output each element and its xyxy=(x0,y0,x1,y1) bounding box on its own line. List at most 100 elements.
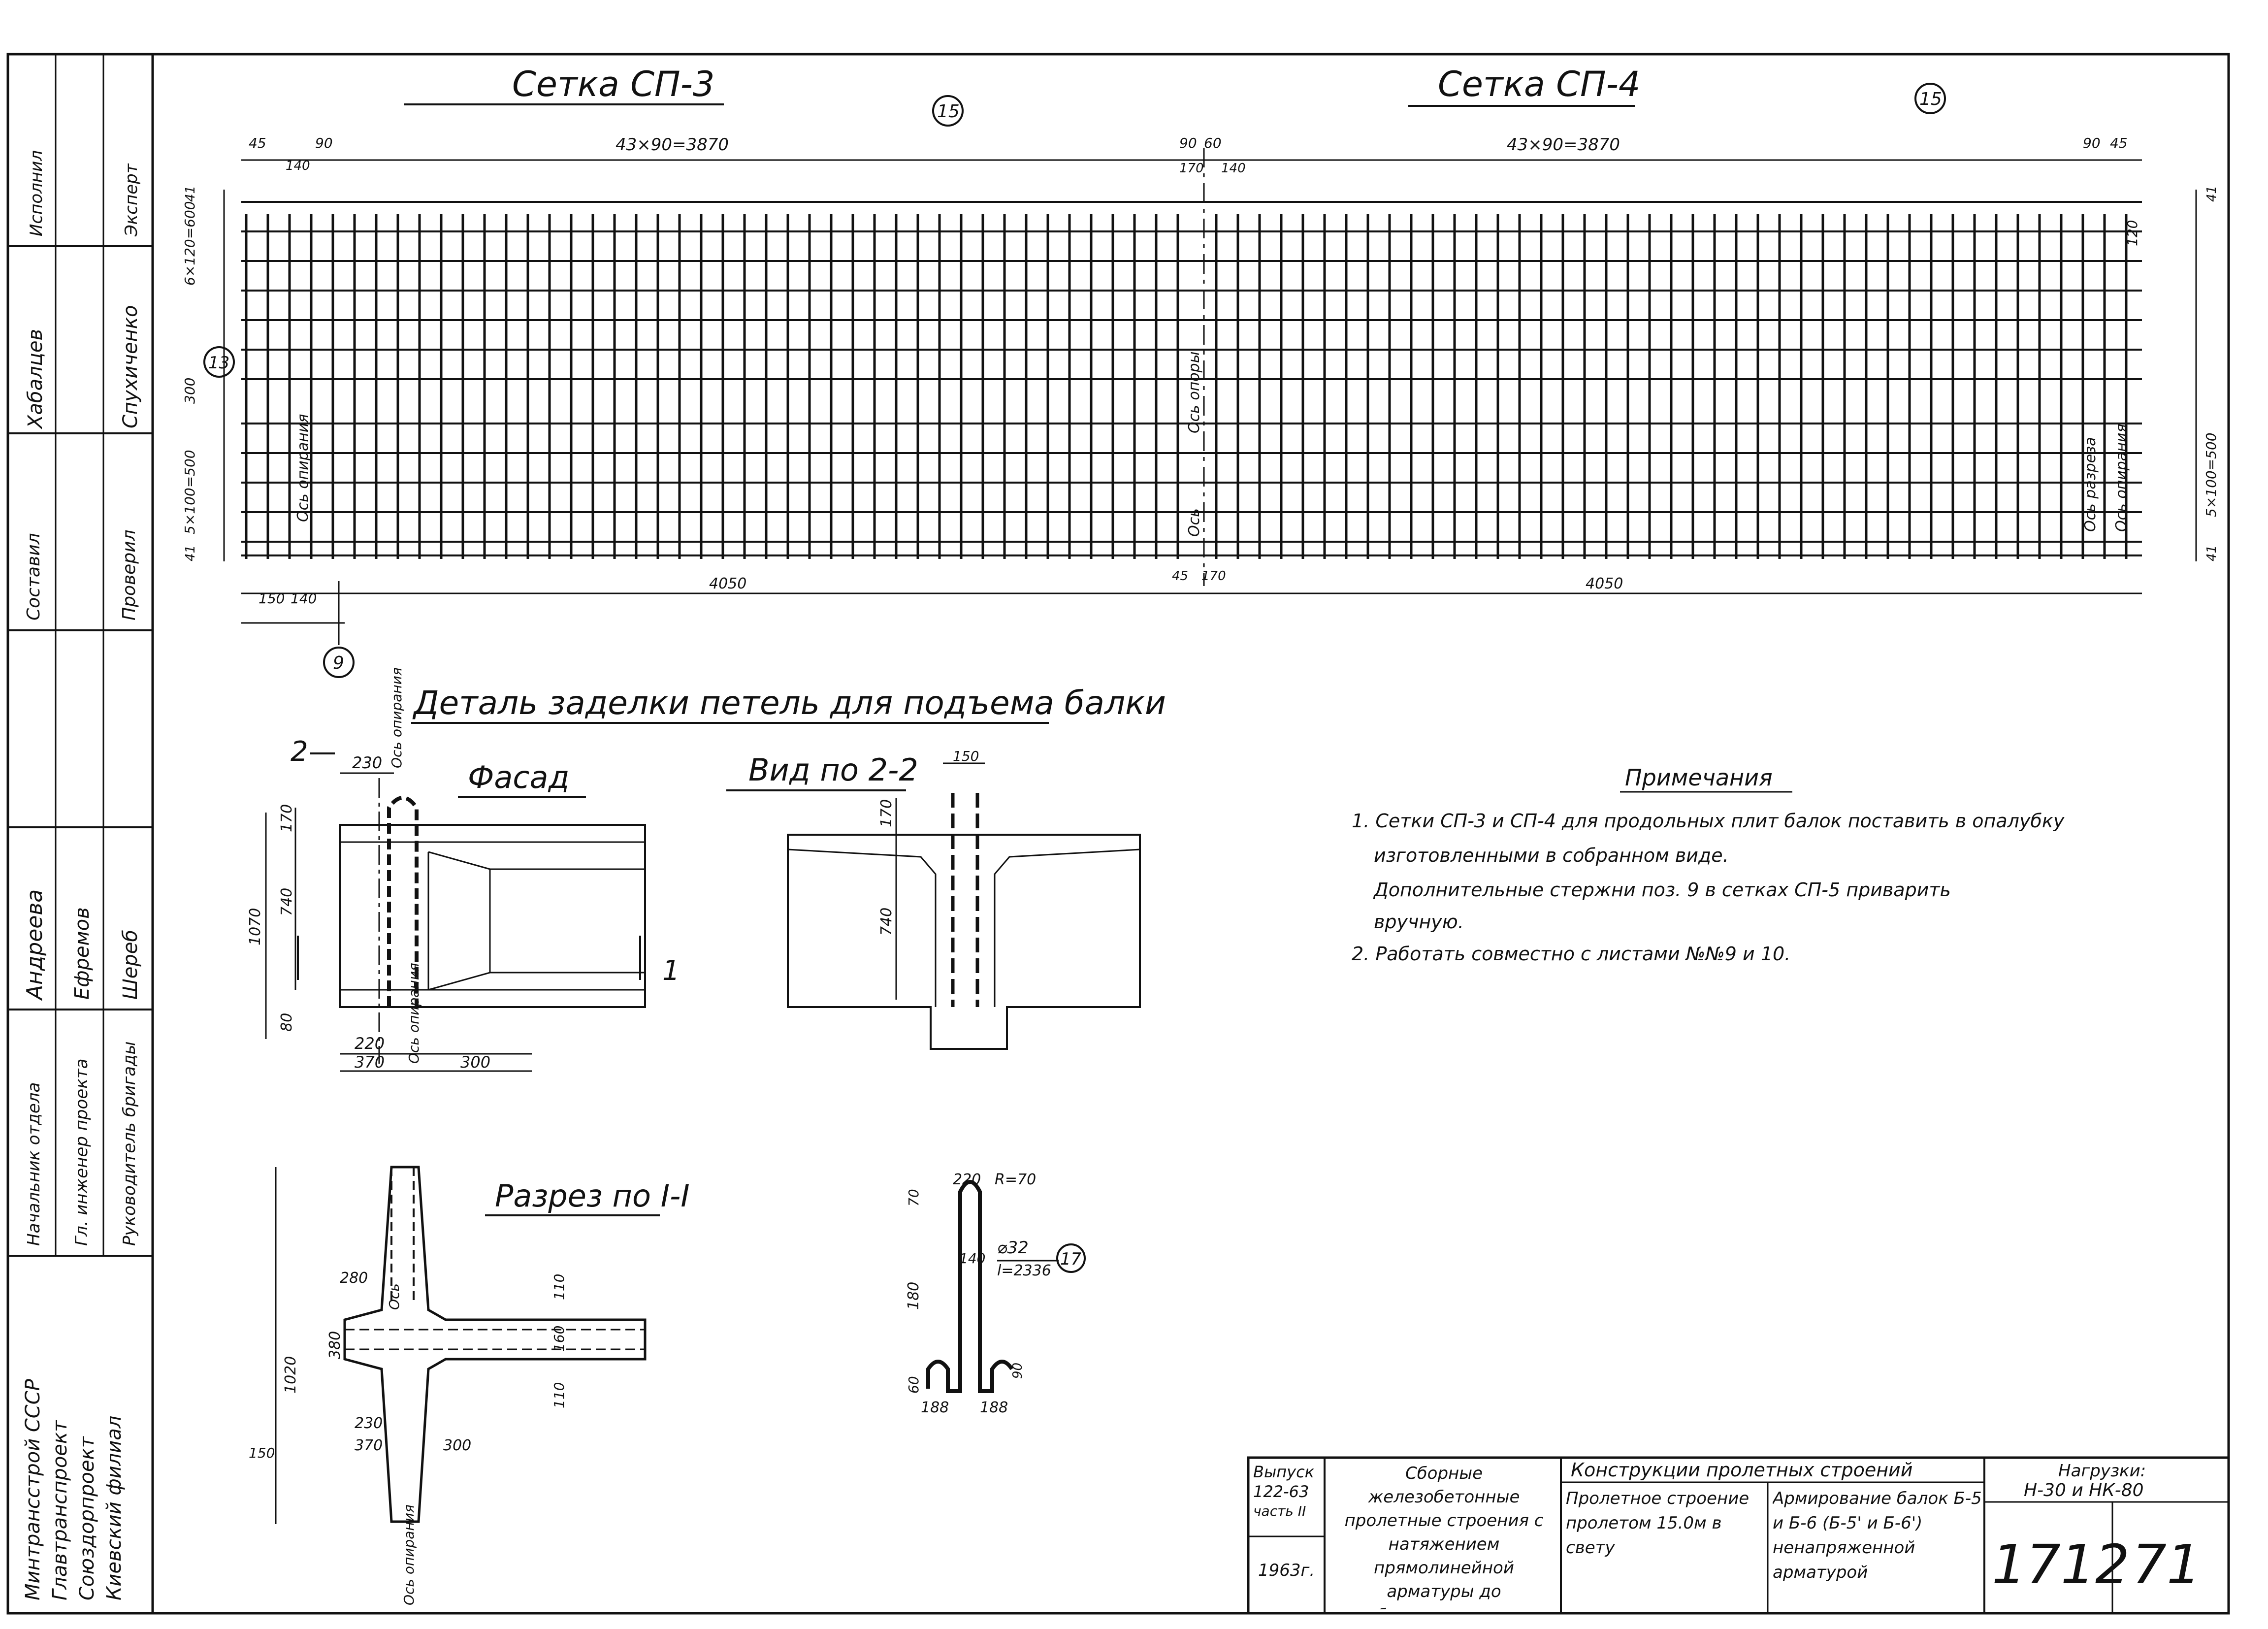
section-dim-10: Ось опирания xyxy=(401,1504,417,1605)
dim-left-top: 43×90=3870 xyxy=(616,135,729,155)
facade-axis-label: Ось опирания xyxy=(389,667,405,768)
stamp-org-1: Главтранспроект xyxy=(49,1420,71,1600)
marker-9: 9 xyxy=(333,653,344,673)
dim-small-left-1: 90 xyxy=(315,135,333,151)
loop-dim-4: 140 xyxy=(959,1250,985,1267)
title-block: Выпуск 122-63 часть II 1963г. Сборные же… xyxy=(1247,1456,2230,1615)
marker-top-2: 15 xyxy=(1919,89,1942,109)
notes: Примечания 1. Сетки СП-3 и СП-4 для прод… xyxy=(1352,764,2065,965)
tb-year: 1963г. xyxy=(1258,1561,1315,1580)
section-dim-8: 370 xyxy=(355,1437,383,1454)
loop-marker: 17 xyxy=(1060,1249,1082,1269)
grid-title-right: Сетка СП-4 xyxy=(1438,64,1640,104)
view-dim-2: 740 xyxy=(878,908,895,936)
stamp-rolename-0: Андреева xyxy=(22,889,47,1001)
facade-dim-1: 170 xyxy=(278,804,295,832)
view-title: Вид по 2-2 xyxy=(748,752,918,788)
facade-dim-6: 370 xyxy=(355,1053,385,1072)
section-i-i: Разрез по I-I 280 Ось 380 1020 110 160 1… xyxy=(249,1166,690,1605)
tb-loads-label: Нагрузки: xyxy=(2058,1461,2146,1481)
vdim-right-1: 120 xyxy=(2124,220,2140,246)
stamp-rolename-1: Ефремов xyxy=(71,907,94,1000)
vdim-right-0: 41 xyxy=(2204,186,2219,202)
marker-top-1: 15 xyxy=(937,101,960,122)
tb-album: 1712 xyxy=(1992,1533,2130,1596)
dim-bottom-mid: 4050 xyxy=(709,575,746,592)
loop-dim-1: R=70 xyxy=(995,1171,1036,1188)
tb-issue-label: Выпуск xyxy=(1253,1463,1315,1481)
section-title: Разрез по I-I xyxy=(495,1178,690,1214)
dim-bottom-right: 4050 xyxy=(1586,575,1623,592)
marker-left: 13 xyxy=(208,353,229,373)
tb-section: Конструкции пролетных строений xyxy=(1571,1459,1912,1481)
dim-bottom-right-small-1: 170 xyxy=(1201,569,1226,584)
loop-dim-6: 188 xyxy=(921,1399,949,1416)
rebar-mesh xyxy=(241,201,2142,559)
dim-small-right-1: 60 xyxy=(1204,135,1222,151)
grid-vlabel-3: Ось опирания xyxy=(2113,424,2130,532)
stamp-top-name-1: Спухиченко xyxy=(119,305,142,428)
stamp-top-role-0: Составил xyxy=(24,533,44,620)
note-line-1: изготовленными в собранном виде. xyxy=(1374,845,1729,866)
loop-bar: ⌀32 xyxy=(997,1238,1029,1258)
dim-small-right-4: 90 xyxy=(2083,135,2101,151)
grid-vlabel-1: Ось опоры xyxy=(1186,352,1203,433)
grid-vlabel-0: Ось опирания xyxy=(294,414,312,522)
section-mark-2: 2 xyxy=(291,736,308,768)
section-dim-2: 380 xyxy=(326,1331,344,1359)
grid-vlabel-4: Ось xyxy=(1186,508,1203,537)
dim-small-left-0: 45 xyxy=(249,135,266,151)
section-dim-1: Ось xyxy=(386,1283,402,1310)
notes-heading: Примечания xyxy=(1625,764,1773,791)
facade-dim-0: 230 xyxy=(352,753,382,772)
stamp-top-header-1: Эксперт xyxy=(122,163,141,237)
dim-small-right-0: 90 xyxy=(1179,135,1197,151)
section-dim-6: 110 xyxy=(551,1382,567,1408)
grid-title-left: Сетка СП-3 xyxy=(512,64,714,104)
stamp-org-0: Минтрансстрой СССР xyxy=(22,1378,44,1600)
facade-view: Фасад 2 Ось опирания Ось опирания 230 17… xyxy=(247,667,680,1072)
section-outline xyxy=(343,1166,647,1523)
dim-small-right-5: 45 xyxy=(2110,135,2128,151)
loop-length: l=2336 xyxy=(997,1262,1051,1279)
vdim-left-4: 41 xyxy=(183,545,198,561)
view-2-2: Вид по 2-2 150 170 740 xyxy=(726,748,1141,1050)
section-dim-11: 150 xyxy=(249,1445,275,1461)
facade-dim-3: 1070 xyxy=(247,908,264,945)
note-line-4: 2. Работать совместно с листами №№9 и 10… xyxy=(1352,943,1790,965)
side-stamp: Минтрансстрой СССР Главтранспроект Союзд… xyxy=(8,54,153,1600)
loop-dim-3: 180 xyxy=(905,1282,922,1310)
vdim-right-2: 5×100=500 xyxy=(2203,432,2219,517)
stamp-rolename-2: Шереб xyxy=(119,930,142,1000)
view-dim-1: 170 xyxy=(878,799,895,827)
section-dim-5: 160 xyxy=(551,1326,567,1352)
stamp-top-name-0: Хабалцев xyxy=(24,329,47,429)
tb-issue-value: 122-63 xyxy=(1253,1482,1309,1501)
dim-bottom-left-0: 150 xyxy=(259,590,285,607)
loop-dim-2: 70 xyxy=(906,1189,922,1206)
note-line-2: Дополнительные стержни поз. 9 в сетках С… xyxy=(1373,879,1951,901)
facade-dim-2: 740 xyxy=(278,888,295,916)
stamp-role-0: Начальник отдела xyxy=(24,1082,44,1246)
dim-right-top: 43×90=3870 xyxy=(1507,135,1620,155)
loop-detail: 220 R=70 70 180 140 60 188 188 90 ⌀32 l=… xyxy=(905,1171,1086,1416)
loop-dim-7: 188 xyxy=(980,1399,1008,1416)
vdim-left-3: 5×100=500 xyxy=(182,450,198,534)
view-dim-0: 150 xyxy=(953,748,979,764)
vdim-left-0: 41 xyxy=(183,186,198,202)
section-dim-0: 280 xyxy=(340,1270,368,1287)
facade-axis-label-2: Ось опирания xyxy=(406,963,422,1064)
tb-series-title: Сборные железобетонные пролетные строени… xyxy=(1344,1464,1544,1609)
tb-sheet: 71 xyxy=(2132,1533,2201,1596)
stamp-role-1: Гл. инженер проекта xyxy=(72,1059,92,1246)
sheet-border xyxy=(6,53,2230,1615)
grid-vlabel-2: Ось разреза xyxy=(2082,437,2099,532)
note-line-3: вручную. xyxy=(1374,911,1464,933)
facade-dim-4: 80 xyxy=(278,1013,295,1032)
reinforcement-grid: Сетка СП-3 Сетка СП-4 15 15 43×90=3870 4… xyxy=(182,64,2219,678)
facade-title: Фасад xyxy=(468,759,569,795)
section-mark-1: 1 xyxy=(662,955,680,987)
note-line-0: 1. Сетки СП-3 и СП-4 для продольных плит… xyxy=(1352,810,2065,832)
stamp-org-3: Киевский филиал xyxy=(103,1416,126,1600)
loop-dim-5: 60 xyxy=(906,1376,922,1394)
